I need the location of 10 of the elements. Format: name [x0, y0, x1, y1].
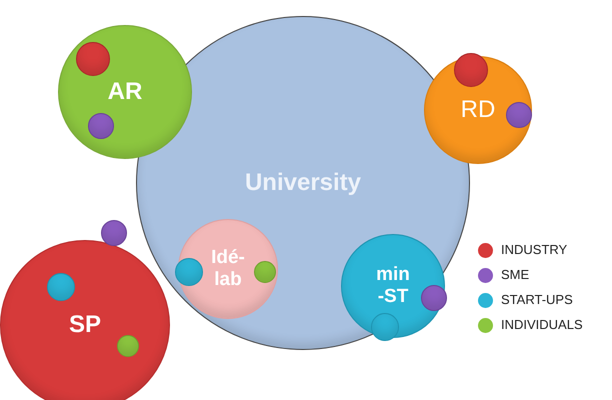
node-label: min -ST [375, 264, 411, 308]
node-label: SP [68, 310, 101, 340]
legend-label: START-UPS [501, 292, 573, 308]
node-label: Idé-lab [210, 247, 246, 291]
node-label: RD [460, 95, 496, 125]
node-label: AR [108, 77, 142, 107]
legend-label: INDUSTRY [501, 242, 568, 258]
node-label: University [244, 168, 362, 198]
legend-label: SME [501, 267, 530, 283]
legend-label: INDIVIDUALS [501, 317, 583, 333]
